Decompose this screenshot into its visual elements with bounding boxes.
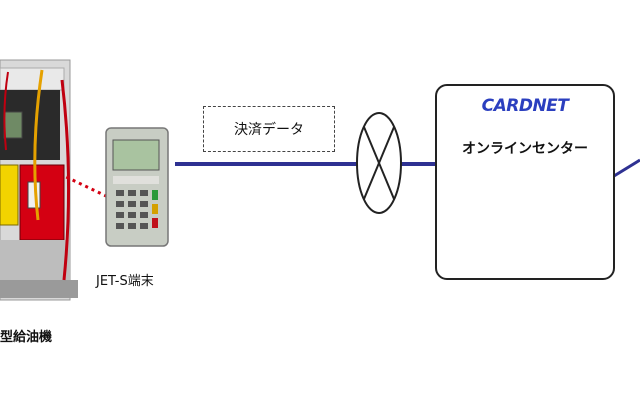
payment-data-label: 決済データ — [234, 122, 304, 138]
network-switch-icon — [356, 112, 402, 214]
pump-terminal-link — [59, 172, 107, 198]
terminal-label: JET-S端末 — [96, 274, 154, 289]
fuel-pump-icon — [0, 59, 78, 301]
online-center-box: CARDNET オンラインセンター — [435, 84, 615, 280]
connection-line-right — [613, 158, 640, 178]
online-center-label: オンラインセンター — [462, 141, 588, 157]
payment-data-label-box: 決済データ — [203, 106, 335, 152]
pump-label: 型給油機 — [0, 330, 53, 345]
jet-s-terminal-icon — [105, 127, 169, 247]
cardnet-logo: CARDNET — [481, 96, 569, 116]
